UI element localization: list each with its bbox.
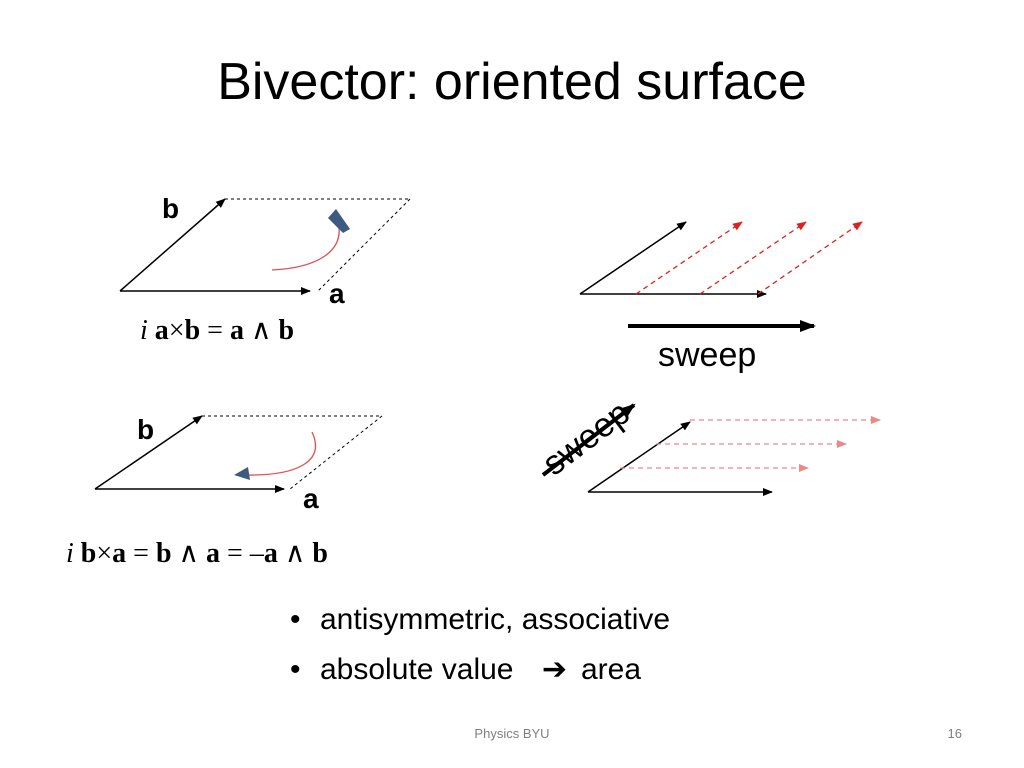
sweep-arrow-diagonal: [541, 403, 636, 477]
eq-bottom-eq1: =: [133, 538, 149, 569]
eq-bottom-a2: a: [206, 538, 221, 569]
eq-bottom-b2: b: [155, 538, 172, 569]
rotation-arrowhead-top: [328, 209, 350, 233]
eq-bottom-a3: a: [263, 538, 278, 569]
bullet-dot-icon: •: [290, 653, 301, 686]
bullet-list: • antisymmetric, associative • absolute va…: [290, 600, 670, 700]
vector-b-bottom: [94, 415, 203, 490]
vector-b-top: [119, 198, 226, 292]
right-arrow-icon: ➔: [541, 653, 567, 686]
eq-bottom-wedge1: ∧: [178, 538, 200, 569]
eq-top-times: ×: [168, 315, 185, 346]
eq-bottom-times: ×: [96, 538, 113, 569]
eq-top-b1: b: [184, 315, 201, 346]
bottom-sweep-diagram: [541, 403, 881, 496]
rotation-arc-top: [271, 214, 340, 271]
eq-bottom-i: i: [66, 538, 74, 569]
equation-top: i a×b = a ∧ b: [140, 313, 294, 347]
eq-top-equals: =: [207, 315, 223, 346]
slide-title: Bivector: oriented surface: [217, 53, 807, 111]
swept-copy-2: [699, 221, 807, 295]
label-a-top: a: [329, 278, 345, 309]
dashed-edge-right-top: [317, 198, 411, 292]
eq-bottom-wedge2: ∧: [284, 538, 306, 569]
eq-bottom-minus: –: [249, 538, 264, 569]
eq-bottom-b1: b: [80, 538, 97, 569]
eq-bottom-b3: b: [312, 538, 328, 569]
bottom-parallelogram: [94, 415, 383, 493]
swept-copy-1: [635, 221, 743, 295]
top-parallelogram: [119, 198, 411, 295]
vector-b-sweep-top: [579, 221, 687, 295]
label-b-bottom: b: [137, 414, 155, 445]
bullet-text: absolute value: [320, 653, 514, 686]
sweep-label-top: sweep: [658, 336, 757, 374]
eq-top-a1: a: [154, 315, 169, 346]
rotation-arrowhead-bottom: [234, 467, 250, 480]
bullet-dot-icon: •: [290, 603, 301, 636]
eq-top-wedge: ∧: [250, 315, 272, 346]
dashed-edge-right-b: [289, 415, 383, 490]
bullet-text: antisymmetric, associative: [320, 603, 671, 636]
eq-bottom-eq2: =: [227, 538, 243, 569]
eq-top-i: i: [140, 315, 148, 346]
eq-top-a2: a: [229, 315, 244, 346]
footer-center: Physics BYU: [474, 726, 550, 741]
bullet-item: • antisymmetric, associative: [290, 600, 670, 650]
bullet-tail: area: [580, 653, 642, 686]
swept-copy-3: [757, 221, 863, 295]
bullet-item: • absolute value ➔ area: [290, 650, 670, 700]
vector-b-sweep-bottom: [587, 421, 691, 493]
eq-top-b2: b: [278, 315, 295, 346]
label-a-bottom: a: [303, 483, 319, 514]
page-number: 16: [947, 726, 962, 741]
top-sweep-diagram: [579, 221, 863, 332]
eq-bottom-a1: a: [112, 538, 127, 569]
equation-bottom: i b×a = b ∧ a = –a ∧ b: [66, 536, 328, 570]
rotation-arc-bottom: [244, 431, 317, 476]
label-b-top: b: [162, 193, 180, 224]
